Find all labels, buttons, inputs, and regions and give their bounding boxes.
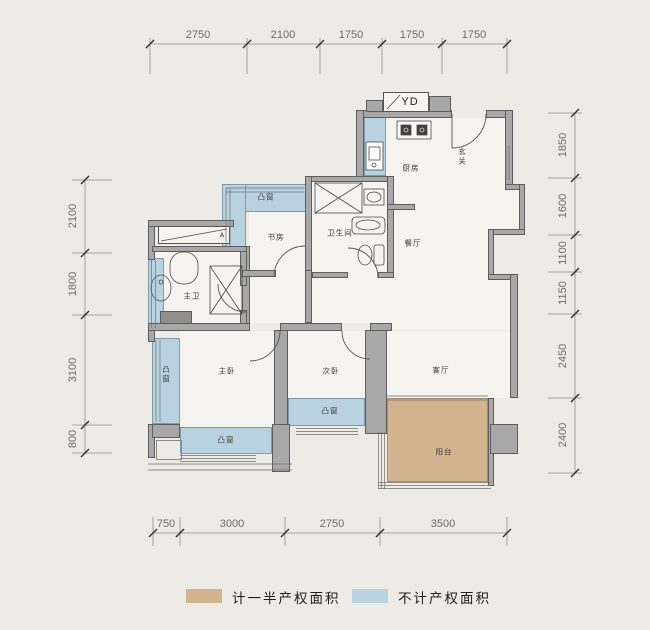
dim-right-3: 1100 bbox=[557, 241, 569, 265]
wall bbox=[312, 272, 348, 278]
bay-window-second-bedroom bbox=[288, 398, 365, 426]
floor-dining bbox=[488, 210, 510, 231]
floor-master-bedroom bbox=[180, 331, 274, 427]
legend: 计一半产权面积 不计产权面积 bbox=[0, 584, 650, 610]
room-label-master-bathroom: 主卫 bbox=[183, 291, 201, 301]
balcony-area bbox=[387, 398, 488, 482]
wall bbox=[305, 176, 312, 272]
legend-label-half-property: 计一半产权面积 bbox=[232, 591, 341, 606]
dim-left-4: 800 bbox=[67, 429, 79, 449]
legend-label-non-property: 不计产权面积 bbox=[398, 591, 491, 606]
room-label-dining: 餐厅 bbox=[404, 238, 422, 248]
column bbox=[490, 424, 518, 454]
wall bbox=[488, 229, 494, 280]
dim-bottom-1: 750 bbox=[156, 518, 176, 530]
dim-right-6: 2400 bbox=[557, 422, 569, 448]
legend-swatch-non-property bbox=[352, 589, 388, 603]
wall bbox=[365, 330, 387, 434]
floor-dining bbox=[387, 210, 488, 330]
bay-window-master-bottom bbox=[180, 427, 272, 454]
ac-platform-label: A bbox=[219, 232, 225, 240]
room-label-master-bedroom: 主卧 bbox=[218, 366, 236, 376]
dim-top-1: 2750 bbox=[185, 29, 211, 41]
wall bbox=[148, 330, 155, 342]
bay-window-label-study: 凸窗 bbox=[257, 192, 275, 202]
wall bbox=[148, 222, 155, 260]
wall bbox=[519, 184, 525, 235]
dim-top-2: 2100 bbox=[270, 29, 296, 41]
dim-top-3: 1750 bbox=[338, 29, 364, 41]
dim-left-3: 3100 bbox=[67, 357, 79, 383]
dim-right-4: 1150 bbox=[557, 281, 569, 305]
bay-window-label-master-left: 凸窗 bbox=[161, 365, 171, 385]
dim-left-1: 2100 bbox=[67, 203, 79, 229]
wall bbox=[242, 270, 276, 277]
floor-living-room bbox=[387, 331, 510, 398]
duct-label: YD bbox=[401, 96, 419, 108]
room-label-study: 书房 bbox=[267, 232, 285, 242]
wall bbox=[429, 96, 451, 112]
wall bbox=[510, 274, 518, 398]
dim-bottom-2: 3000 bbox=[219, 518, 245, 530]
wall bbox=[387, 176, 394, 278]
room-label-bathroom: 卫生间 bbox=[327, 228, 353, 238]
wall bbox=[387, 204, 415, 210]
wall bbox=[148, 323, 250, 331]
wall bbox=[356, 110, 364, 180]
wall bbox=[505, 110, 513, 190]
dim-right-1: 1850 bbox=[557, 132, 569, 158]
legend-swatch-half-property bbox=[186, 589, 222, 603]
wall bbox=[280, 323, 342, 331]
wall bbox=[378, 272, 394, 278]
floor-corridor bbox=[247, 272, 387, 323]
bay-window-label-second: 凸窗 bbox=[321, 406, 339, 416]
dim-top-5: 1750 bbox=[461, 29, 487, 41]
wall bbox=[152, 424, 180, 438]
wall bbox=[305, 176, 393, 182]
ledge-box bbox=[156, 440, 182, 460]
dim-bottom-4: 3500 bbox=[430, 518, 456, 530]
floor-dining bbox=[505, 188, 519, 231]
wall bbox=[272, 424, 290, 472]
floor-second-bedroom bbox=[288, 331, 365, 398]
room-label-balcony: 阳台 bbox=[435, 447, 453, 457]
wall bbox=[305, 270, 312, 323]
bay-window-label-master-bottom: 凸窗 bbox=[217, 435, 235, 445]
wall bbox=[274, 330, 288, 428]
dim-left-2: 1800 bbox=[67, 271, 79, 297]
room-label-living-room: 客厅 bbox=[432, 365, 450, 375]
wall bbox=[240, 246, 247, 286]
wall bbox=[148, 424, 155, 458]
room-label-entry: 玄关 bbox=[457, 147, 467, 167]
floor-dining bbox=[488, 280, 512, 330]
dim-bottom-3: 2750 bbox=[319, 518, 345, 530]
dim-top-4: 1750 bbox=[399, 29, 425, 41]
room-label-kitchen: 厨房 bbox=[402, 163, 420, 173]
wall bbox=[152, 246, 247, 252]
dim-right-5: 2450 bbox=[557, 343, 569, 369]
dim-right-2: 1600 bbox=[557, 193, 569, 219]
room-label-second-bedroom: 次卧 bbox=[322, 366, 340, 376]
wall bbox=[366, 100, 383, 112]
kitchen-sink-counter-area bbox=[364, 116, 386, 176]
